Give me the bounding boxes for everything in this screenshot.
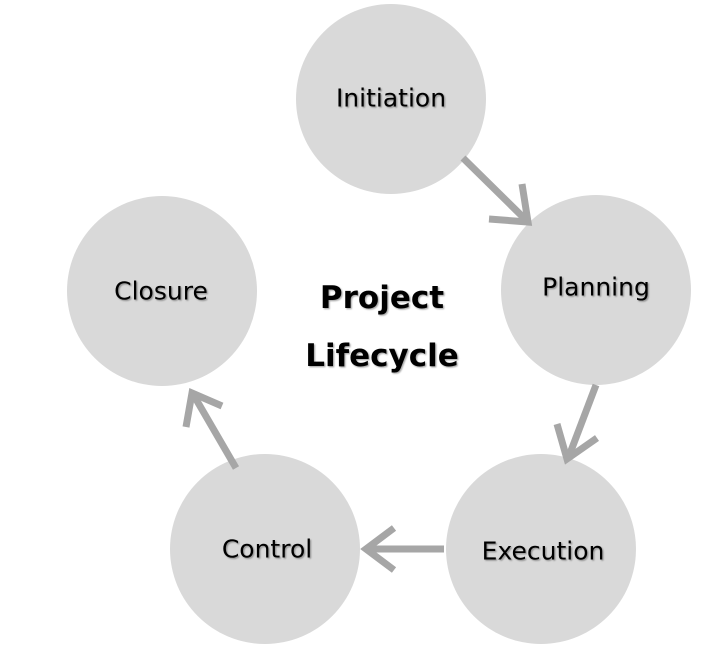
node-execution-label: Execution bbox=[482, 537, 605, 566]
diagram-title-line-1: Project bbox=[320, 280, 444, 316]
node-closure-label: Closure bbox=[114, 277, 208, 306]
edge-execution-to-control-head bbox=[360, 525, 397, 573]
node-closure-circle bbox=[67, 196, 257, 386]
edge-planning-to-execution bbox=[553, 383, 600, 465]
node-planning: Planning bbox=[501, 195, 691, 385]
edge-initiation-to-planning-head bbox=[488, 183, 533, 226]
edge-control-to-closure bbox=[182, 388, 240, 470]
node-control-circle bbox=[170, 454, 360, 644]
node-initiation-label: Initiation bbox=[336, 84, 446, 113]
node-execution-circle bbox=[446, 454, 636, 644]
node-closure: Closure bbox=[67, 196, 257, 386]
node-control-label: Control bbox=[222, 535, 312, 564]
diagram-title-line-2: Lifecycle bbox=[305, 338, 459, 374]
edge-control-to-closure-head bbox=[182, 388, 224, 428]
node-control: Control bbox=[170, 454, 360, 644]
diagram-title: Project Lifecycle bbox=[305, 280, 459, 374]
node-execution: Execution bbox=[446, 454, 636, 644]
node-initiation-circle bbox=[296, 4, 486, 194]
edge-planning-to-execution-head bbox=[553, 423, 600, 465]
node-initiation: Initiation bbox=[296, 4, 486, 194]
edge-initiation-to-planning bbox=[460, 155, 533, 226]
edge-control-to-closure-line bbox=[189, 392, 240, 470]
node-planning-label: Planning bbox=[542, 273, 650, 302]
edge-execution-to-control bbox=[360, 525, 444, 573]
edge-planning-to-execution-line bbox=[565, 383, 600, 458]
edge-initiation-to-planning-line bbox=[460, 155, 529, 223]
node-planning-circle bbox=[501, 195, 691, 385]
